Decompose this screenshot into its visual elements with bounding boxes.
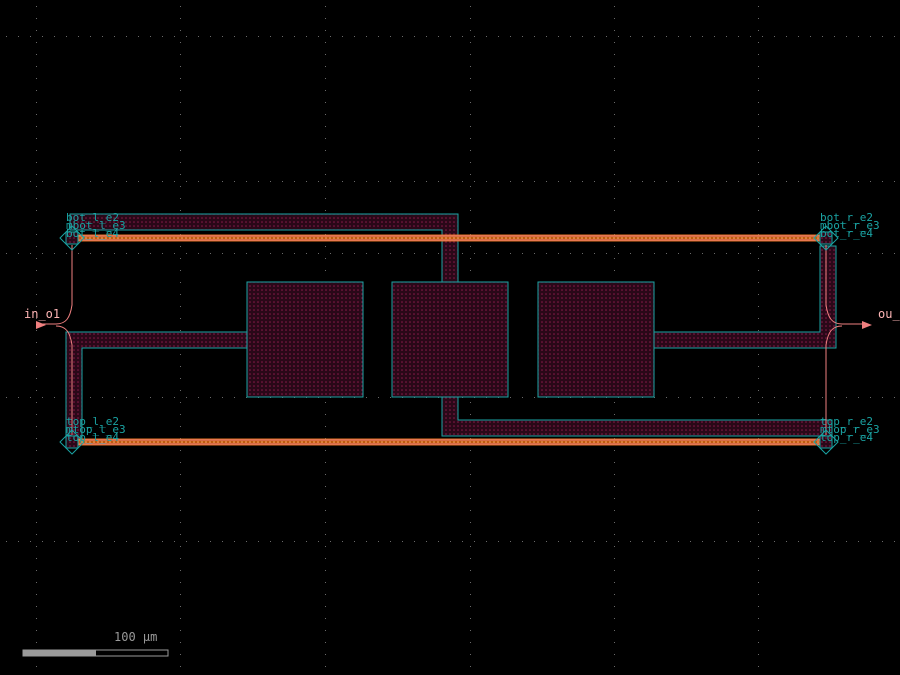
pad-bottom-left[interactable] [59, 429, 85, 455]
pad-label: mtop_l_e3 [66, 423, 126, 436]
pad-top-right[interactable] [813, 225, 839, 251]
metal-trace-top-outer [69, 213, 459, 283]
pad-label: bot_r_e4 [820, 227, 873, 240]
pad-label: bot_r_e2 [820, 211, 873, 224]
port-markers [36, 321, 872, 329]
scale-bar-label: 100 µm [114, 630, 157, 644]
waveguide-input [36, 245, 73, 325]
pad-label: top_r_e2 [820, 415, 873, 428]
pad-label: top_l_e2 [66, 415, 119, 428]
metal-trace-bottom-outer [441, 396, 833, 437]
pad-label: mbot_l_e3 [66, 219, 126, 232]
pad-top-left[interactable] [59, 225, 85, 251]
input-port-marker[interactable] [36, 321, 46, 329]
waveguide-input-lower [55, 325, 73, 435]
pad-label: mbot_r_e3 [820, 219, 880, 232]
grid-dots [6, 6, 895, 667]
pad-labels-top-left: bot_l_e2 mbot_l_e3 bot_l_e4 [66, 211, 126, 240]
waveguides [36, 235, 862, 445]
heater-pad-2[interactable] [391, 281, 509, 398]
heater-pad-1[interactable] [246, 281, 364, 398]
scale-bar-fill [23, 650, 96, 656]
waveguide-output-lower [825, 325, 843, 435]
input-port-label: in_o1 [24, 307, 60, 321]
pad-labels-top-right: bot_r_e2 mbot_r_e3 bot_r_e4 [820, 211, 880, 240]
scale-bar: 100 µm [22, 630, 169, 657]
waveguide-output [825, 245, 862, 325]
output-port-label: ou_ [878, 307, 900, 321]
pad-label: mtop_r_e3 [820, 423, 880, 436]
pad-label: bot_l_e2 [66, 211, 119, 224]
pad-labels-bottom-right: top_r_e2 mtop_r_e3 top_r_e4 [820, 415, 880, 444]
pad-label: bot_l_e4 [66, 227, 119, 240]
pad-label: top_l_e4 [66, 431, 119, 444]
metal-trace-right [652, 245, 837, 349]
output-port-marker[interactable] [862, 321, 872, 329]
pad-bottom-right[interactable] [813, 429, 839, 455]
pad-label: top_r_e4 [820, 431, 873, 444]
heater-pad-3[interactable] [537, 281, 655, 398]
corner-pads [59, 225, 839, 455]
pad-labels-bottom-left: top_l_e2 mtop_l_e3 top_l_e4 [66, 415, 126, 444]
